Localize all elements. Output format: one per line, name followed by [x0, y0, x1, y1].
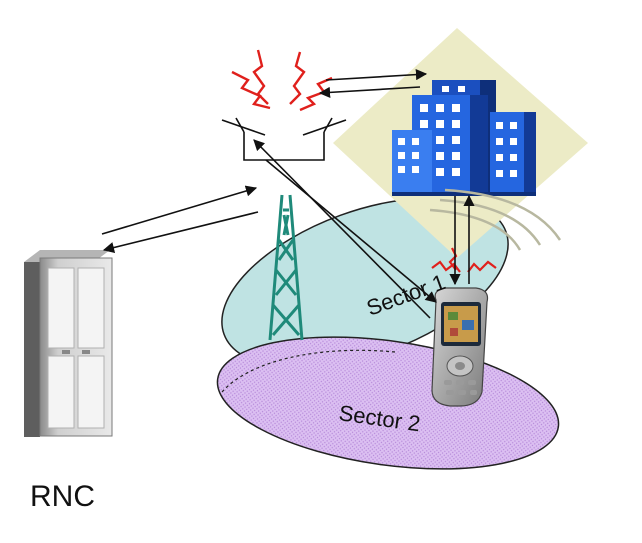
mobile-phone-icon [431, 287, 489, 407]
signal-bolts-phone [431, 247, 497, 273]
building-icon [333, 28, 588, 258]
arrow-rnc-to-antenna [101, 185, 258, 235]
arrow-antenna-to-building [325, 69, 428, 81]
rnc-server-icon [24, 250, 113, 437]
antenna-icon [221, 117, 347, 161]
tower-icon [268, 194, 304, 341]
arrows [101, 69, 475, 319]
arrow-antenna-to-phone [265, 159, 437, 303]
arrow-building-to-antenna [318, 86, 421, 98]
arrow-antenna-to-rnc [102, 211, 259, 254]
arrow-phone-to-antenna [253, 139, 431, 319]
signal-bolts-antenna [231, 49, 333, 112]
rnc-label: RNC [30, 480, 95, 513]
